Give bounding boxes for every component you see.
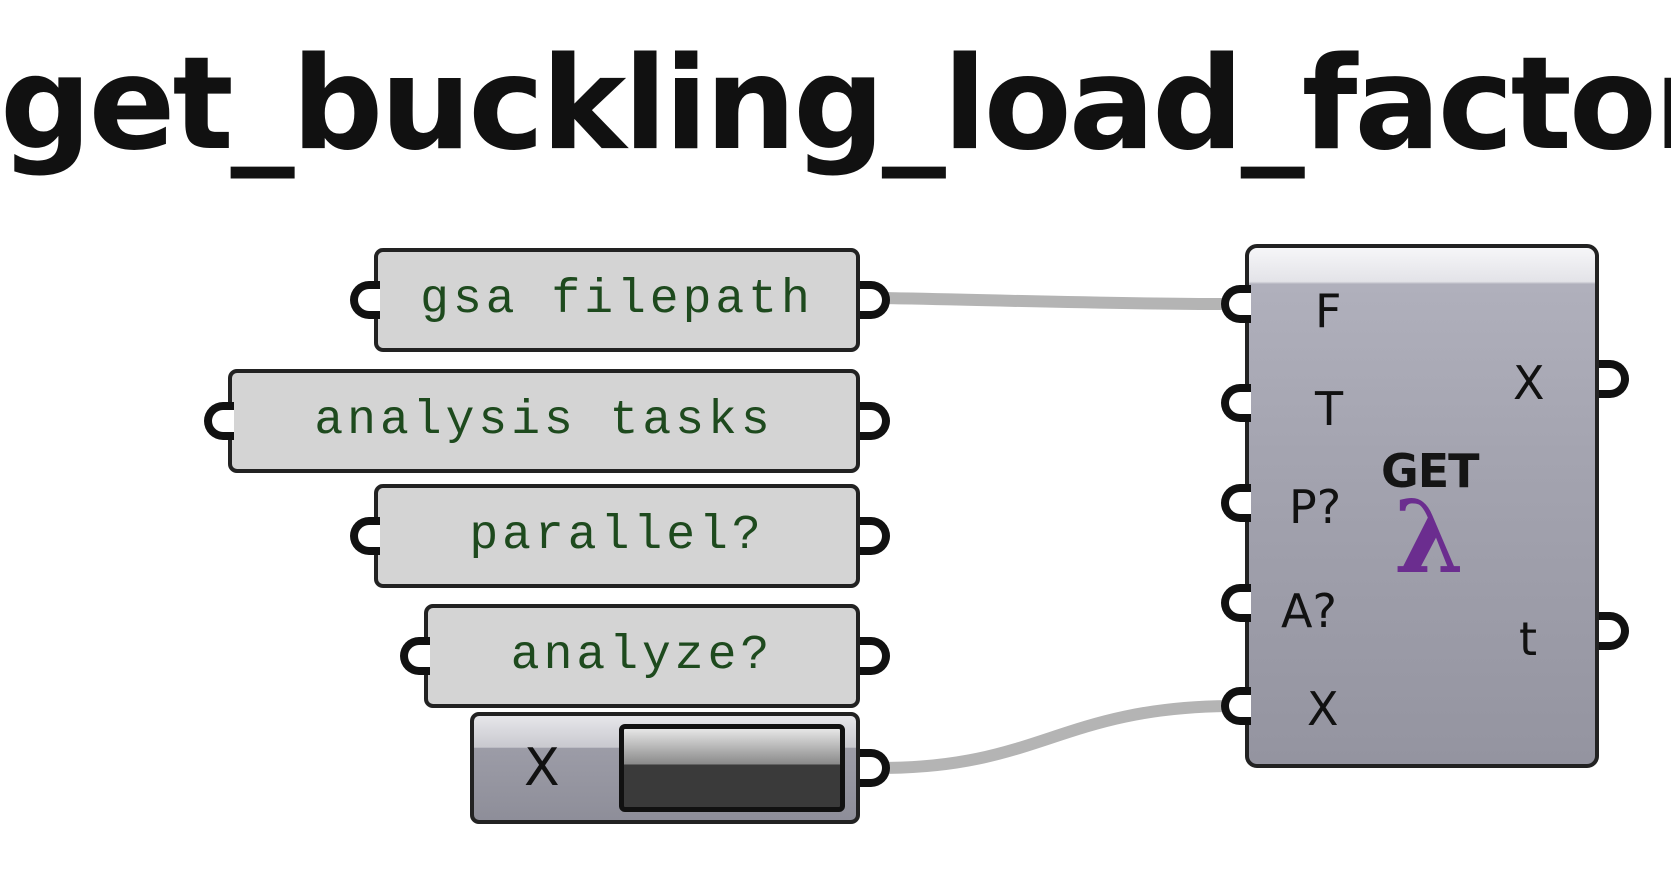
grip-in-parallel[interactable] — [350, 517, 380, 555]
panel-label: parallel? — [469, 509, 765, 563]
output-port-t: t — [1519, 612, 1538, 666]
page-title: get_buckling_load_factor — [0, 30, 1671, 179]
grip-out-X[interactable] — [1599, 360, 1629, 398]
lambda-icon: λ — [1394, 478, 1465, 596]
grip-in-gsa-filepath[interactable] — [350, 281, 380, 319]
input-port-P: P? — [1289, 480, 1342, 534]
panel-analysis-tasks[interactable]: analysis tasks — [228, 369, 860, 473]
wire-toggle-to-X — [879, 700, 1229, 774]
input-port-A: A? — [1281, 584, 1337, 638]
wire-filepath-to-F — [879, 292, 1229, 310]
panel-parallel[interactable]: parallel? — [374, 484, 860, 588]
input-port-X: X — [1307, 682, 1339, 736]
panel-gsa-filepath[interactable]: gsa filepath — [374, 248, 860, 352]
grip-in-A[interactable] — [1221, 584, 1251, 622]
grip-in-analysis-tasks[interactable] — [204, 402, 234, 440]
toggle-label: X — [524, 738, 560, 798]
grip-out-t[interactable] — [1599, 612, 1629, 650]
grip-in-T[interactable] — [1221, 384, 1251, 422]
component-icon-text: GET — [1381, 444, 1480, 498]
grip-out-gsa-filepath[interactable] — [860, 281, 890, 319]
input-port-F: F — [1315, 284, 1342, 338]
panel-label: gsa filepath — [420, 273, 814, 327]
grip-out-parallel[interactable] — [860, 517, 890, 555]
grip-in-X[interactable] — [1221, 687, 1251, 725]
grip-out-analysis-tasks[interactable] — [860, 402, 890, 440]
input-port-T: T — [1315, 382, 1344, 436]
panel-label: analyze? — [510, 629, 774, 683]
toggle-switch[interactable] — [619, 724, 845, 812]
grip-in-F[interactable] — [1221, 285, 1251, 323]
boolean-toggle[interactable]: X — [470, 712, 860, 824]
panel-label: analysis tasks — [314, 394, 774, 448]
output-port-X: X — [1513, 356, 1545, 410]
grip-in-P[interactable] — [1221, 484, 1251, 522]
grip-out-toggle[interactable] — [860, 749, 890, 787]
get-buckling-component[interactable]: F T P? A? X X t GET λ — [1245, 244, 1599, 768]
panel-analyze[interactable]: analyze? — [424, 604, 860, 708]
grip-out-analyze[interactable] — [860, 637, 890, 675]
grip-in-analyze[interactable] — [400, 637, 430, 675]
